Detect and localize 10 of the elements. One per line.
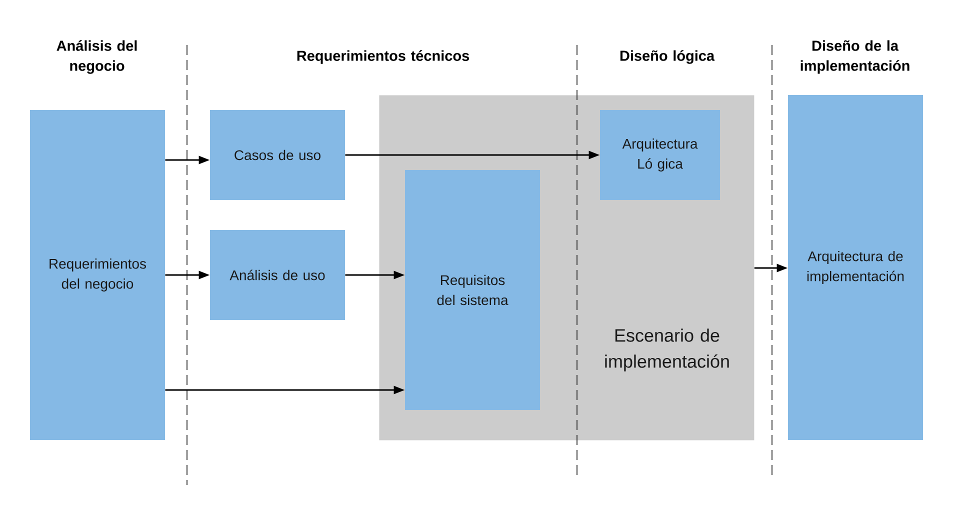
process-box: Requerimientos del negocio (30, 110, 165, 440)
process-box: Requisitos del sistema (405, 170, 540, 410)
process-box: Análisis de uso (210, 230, 345, 320)
process-box: Arquitectura de implementación (788, 95, 923, 440)
process-box: Arquitectura Ló gica (600, 110, 720, 200)
process-box: Casos de uso (210, 110, 345, 200)
column-heading: Diseño de la implementación (800, 40, 910, 74)
column-heading: Diseño lógica (620, 50, 715, 64)
column-heading: Análisis del negocio (56, 40, 137, 74)
column-heading: Requerimientos técnicos (297, 50, 470, 64)
